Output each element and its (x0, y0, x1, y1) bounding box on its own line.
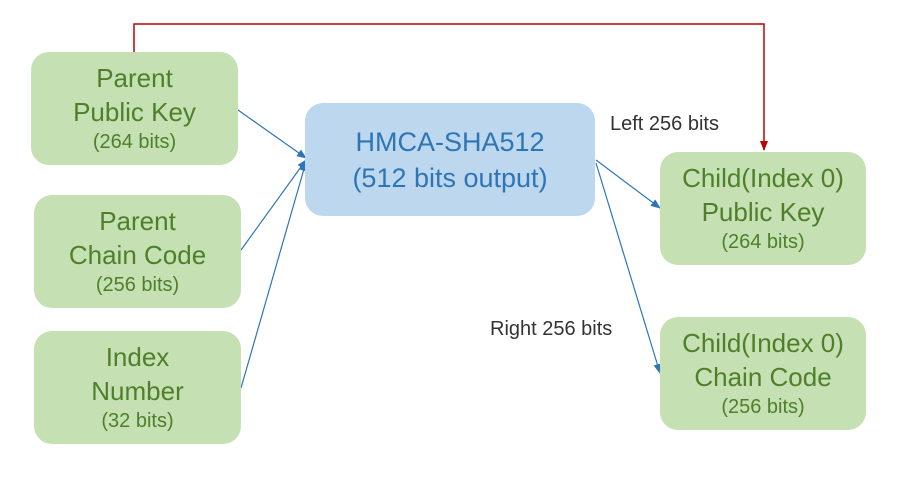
node-label: Chain Code (68, 240, 207, 270)
hmac-to-child-chaincode-arrow (595, 162, 662, 374)
node-label: Child(Index 0) (682, 163, 844, 193)
child-public-key-node: Child(Index 0) Public Key (264 bits) (660, 152, 866, 265)
node-label: Child(Index 0) (682, 328, 844, 358)
node-size-label: (264 bits) (92, 131, 177, 153)
node-label: Chain Code (694, 362, 832, 392)
node-size-label: (32 bits) (101, 410, 174, 432)
node-label: Public Key (73, 97, 196, 127)
chaincode-to-hmac-arrow (240, 159, 307, 251)
child-chain-code-node: Child(Index 0) Chain Code (256 bits) (660, 317, 866, 430)
node-label: Public Key (701, 197, 825, 227)
node-label: Index (105, 342, 170, 372)
node-label: Number (91, 376, 184, 406)
node-label: (512 bits output) (352, 162, 548, 193)
node-size-label: (256 bits) (95, 274, 180, 296)
node-label: Parent (96, 63, 173, 93)
right-bits-label: Right 256 bits (490, 318, 613, 340)
pubkey-to-hmac-arrow (237, 109, 307, 159)
index-number-node: Index Number (32 bits) (34, 331, 241, 444)
node-size-label: (264 bits) (721, 231, 805, 253)
node-label: Parent (99, 206, 176, 236)
parent-public-key-node: Parent Public Key (264 bits) (31, 52, 238, 165)
hmac-to-child-pubkey-arrow (595, 159, 661, 209)
index-to-hmac-arrow (240, 161, 308, 389)
pubkey-bypass-arrow (133, 23, 768, 151)
left-bits-label: Left 256 bits (610, 113, 719, 135)
hmac-node: HMCA-SHA512 (512 bits output) (305, 103, 595, 216)
node-size-label: (256 bits) (721, 396, 805, 418)
parent-chain-code-node: Parent Chain Code (256 bits) (34, 195, 241, 308)
node-label: HMCA-SHA512 (355, 126, 545, 157)
